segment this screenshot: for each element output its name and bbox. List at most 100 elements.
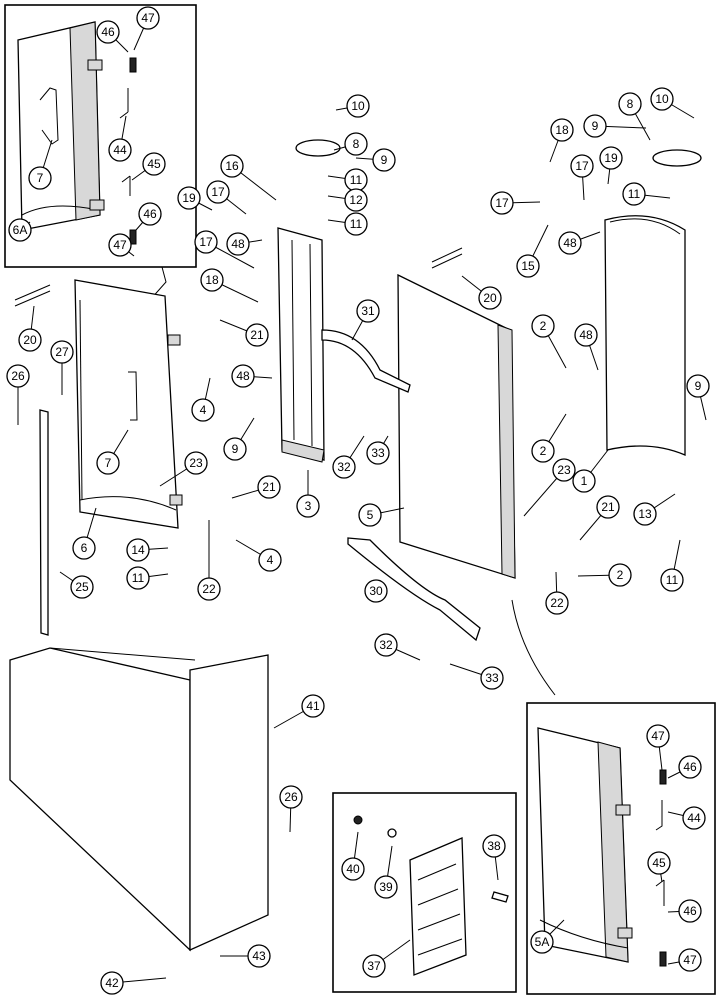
callout-label: 11 — [666, 573, 679, 587]
callout-17: 17 — [570, 154, 594, 201]
callout-label: 16 — [225, 159, 239, 173]
callout-label: 26 — [11, 369, 25, 383]
callout-40: 40 — [341, 831, 365, 881]
callout-46: 46 — [96, 20, 129, 53]
callout-circle — [8, 218, 32, 242]
callout-37: 37 — [362, 939, 411, 978]
callout-47: 47 — [133, 6, 160, 51]
callout-label: 46 — [683, 760, 697, 774]
callout-20: 20 — [461, 275, 502, 310]
callout-label: 6 — [81, 541, 88, 555]
callout-7: 7 — [28, 139, 53, 190]
callout-circle — [126, 566, 150, 590]
callout-circle — [100, 971, 124, 995]
callout-circle — [686, 374, 710, 398]
callout-41: 41 — [273, 694, 325, 729]
callout-26: 26 — [279, 785, 303, 833]
door-1 — [604, 215, 686, 456]
callout-label: 46 — [683, 904, 697, 918]
callout-9: 9 — [583, 114, 647, 138]
callout-label: 23 — [189, 456, 203, 470]
callout-label: 39 — [379, 880, 393, 894]
callout-label: 48 — [563, 236, 577, 250]
callout-circle — [142, 152, 166, 176]
callout-21: 21 — [219, 319, 269, 347]
callout-label: 45 — [652, 856, 666, 870]
callout-circle — [136, 6, 160, 30]
callout-label: 2 — [540, 444, 547, 458]
callout-label: 18 — [555, 123, 569, 137]
callout-label: 21 — [262, 480, 276, 494]
callout-circle — [177, 186, 201, 210]
callout-4: 4 — [191, 377, 215, 422]
callout-43: 43 — [220, 944, 271, 968]
callout-label: 17 — [575, 159, 589, 173]
callout-label: 18 — [205, 273, 219, 287]
callout-8: 8 — [618, 92, 651, 141]
callout-label: 32 — [379, 638, 393, 652]
callout-label: 11 — [132, 571, 145, 585]
hub-8-left — [295, 139, 341, 157]
callout-label: 27 — [55, 345, 69, 359]
callout-circle — [258, 548, 282, 572]
callout-label: 32 — [337, 460, 351, 474]
callout-label: 42 — [105, 976, 119, 990]
callout-circle — [279, 785, 303, 809]
callout-circle — [516, 254, 540, 278]
callout-22: 22 — [197, 520, 221, 601]
callout-circle — [678, 899, 702, 923]
callout-label: 33 — [371, 446, 385, 460]
callout-label: 19 — [604, 151, 618, 165]
callout-circle — [126, 538, 150, 562]
inset-37 — [332, 792, 517, 993]
callout-circle — [200, 268, 224, 292]
callout-label: 44 — [113, 143, 127, 157]
callout-33: 33 — [366, 435, 390, 465]
callout-3: 3 — [296, 470, 320, 518]
callout-circle — [480, 666, 504, 690]
strip-25 — [39, 409, 49, 636]
callout-46: 46 — [135, 202, 162, 231]
callout-circle — [372, 148, 396, 172]
callout-1: 1 — [572, 449, 609, 493]
callout-label: 37 — [367, 959, 381, 973]
callout-9: 9 — [223, 417, 255, 461]
callout-9: 9 — [355, 148, 396, 172]
callout-label: 23 — [557, 463, 571, 477]
callout-44: 44 — [667, 806, 706, 830]
callout-circle — [356, 299, 380, 323]
callout-circle — [346, 94, 370, 118]
hub-8-right — [652, 149, 702, 167]
panel-41 — [9, 647, 269, 952]
callout-32: 32 — [374, 633, 421, 661]
door-5 — [397, 273, 516, 579]
callout-circle — [660, 568, 684, 592]
callout-circle — [550, 118, 574, 142]
callout-circle — [332, 455, 356, 479]
callout-circle — [344, 132, 368, 156]
callout-label: 48 — [579, 328, 593, 342]
callout-label: 20 — [483, 291, 497, 305]
callout-label: 21 — [601, 500, 615, 514]
spring-20-left — [14, 284, 51, 307]
callout-10: 10 — [650, 87, 695, 119]
callout-label: 26 — [284, 790, 298, 804]
callout-circle — [220, 154, 244, 178]
callout-10: 10 — [335, 94, 370, 118]
callout-11: 11 — [327, 168, 368, 192]
callout-circle — [28, 166, 52, 190]
callout-label: 9 — [695, 379, 702, 393]
spring-20-right — [431, 247, 463, 269]
callout-circle — [96, 451, 120, 475]
callout-48: 48 — [574, 323, 599, 371]
callout-label: 4 — [267, 553, 274, 567]
callout-circle — [678, 755, 702, 779]
inset-5a — [511, 599, 716, 995]
callout-label: 7 — [105, 456, 112, 470]
callout-circle — [599, 146, 623, 170]
callout-18: 18 — [549, 118, 574, 163]
callout-circle — [647, 851, 671, 875]
callout-label: 31 — [361, 304, 375, 318]
callout-17: 17 — [490, 191, 541, 215]
callout-label: 47 — [113, 238, 127, 252]
